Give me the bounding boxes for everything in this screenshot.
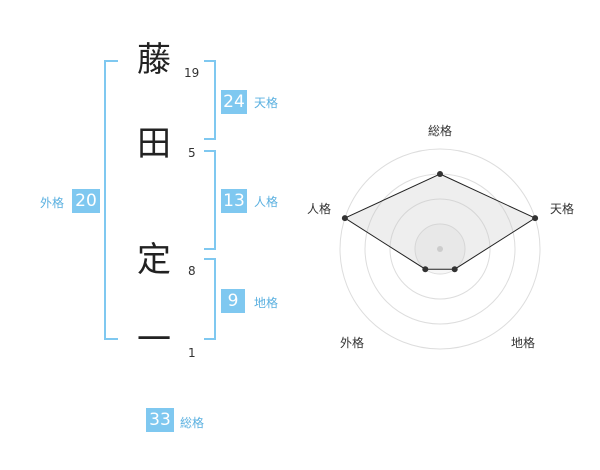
- tenkaku-value: 24: [221, 90, 247, 114]
- stroke-count-2: 5: [188, 146, 196, 160]
- chikaku-value: 9: [221, 289, 245, 313]
- radar-label-gaikaku: 外格: [340, 336, 365, 350]
- radar-polygon: [343, 173, 537, 270]
- radar-point-1: [437, 171, 443, 177]
- jinkaku-label: 人格: [254, 195, 279, 209]
- gaikaku-label: 外格: [40, 196, 65, 210]
- tenkaku-label: 天格: [254, 96, 279, 110]
- radar-label-tenkaku: 天格: [550, 202, 575, 216]
- chikaku-label: 地格: [254, 296, 279, 310]
- name-char-2: 田: [137, 124, 171, 164]
- stroke-count-4: 1: [188, 346, 196, 360]
- stroke-count-1: 19: [184, 66, 200, 80]
- name-char-1: 藤: [137, 40, 171, 80]
- soukaku-label: 総格: [180, 416, 205, 430]
- stroke-count-3: 8: [188, 264, 196, 278]
- name-char-3: 定: [137, 240, 171, 280]
- name-char-4: 一: [137, 320, 171, 360]
- radar-point-4: [422, 266, 429, 273]
- radar-label-chikaku: 地格: [511, 336, 536, 350]
- radar-label-jinkaku: 人格: [307, 202, 332, 216]
- radar-point-2: [532, 215, 539, 222]
- radar-center: [437, 246, 443, 252]
- radar-label-soukaku: 総格: [428, 124, 453, 138]
- radar-ring-4: [339, 148, 541, 350]
- radar-points: [341, 171, 539, 273]
- soukaku-value: 33: [146, 408, 174, 432]
- radar-ring-2: [389, 198, 491, 300]
- jinkaku-value: 13: [221, 189, 247, 213]
- radar-point-3: [451, 266, 458, 273]
- gaikaku-value: 20: [72, 189, 100, 213]
- radar-point-5: [341, 215, 348, 222]
